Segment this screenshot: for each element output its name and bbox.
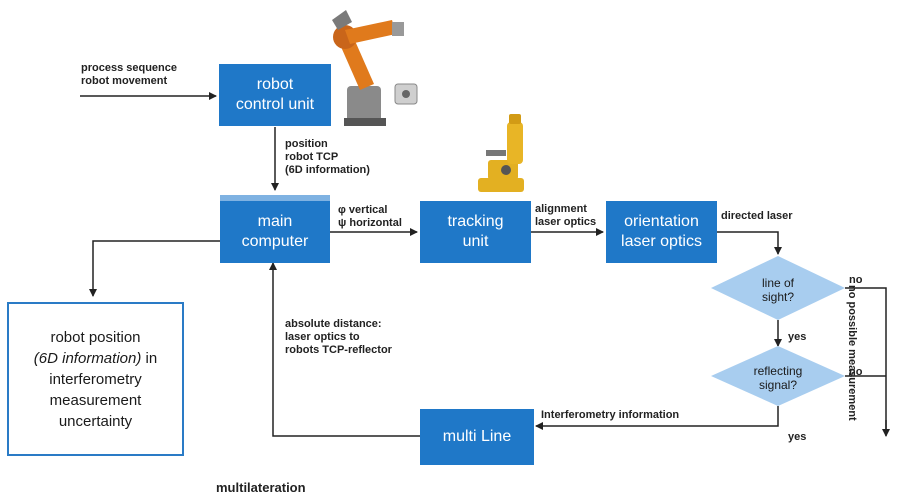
directed-laser-label: directed laser xyxy=(721,210,793,222)
psi-horizontal-label: ψ horizontal xyxy=(338,217,402,229)
output-line5: uncertainty xyxy=(58,412,133,430)
no-possible-measurement-label: no possible measurement xyxy=(846,285,858,421)
tracking-unit-line2: unit xyxy=(462,233,489,250)
no-label-2: no xyxy=(849,366,863,378)
main-computer-line1: main xyxy=(257,213,293,230)
robot-control-unit-box: robot control unit xyxy=(219,64,331,126)
output-line1: robot position xyxy=(50,328,141,346)
position-label-1: position xyxy=(285,138,328,150)
position-label-3: (6D information) xyxy=(285,164,370,176)
robot-control-unit-line1: robot xyxy=(256,76,294,93)
laser-tracker-icon xyxy=(478,114,524,192)
reflecting-signal-text: reflecting signal? xyxy=(738,364,818,392)
position-label-2: robot TCP xyxy=(285,151,339,163)
multilateration-caption: multilateration xyxy=(216,480,306,495)
main-computer-top-bar xyxy=(220,195,330,201)
yes-label-2: yes xyxy=(788,431,807,443)
phi-vertical-label: φ vertical xyxy=(338,204,388,216)
process-sequence-label: process sequence xyxy=(81,62,177,74)
line-of-sight-line2: sight? xyxy=(761,290,795,304)
output-line2-rest: in xyxy=(141,349,158,367)
robot-movement-label: robot movement xyxy=(81,75,168,87)
orientation-line2: laser optics xyxy=(621,233,702,250)
interferometry-information-label: Interferometry information xyxy=(541,409,680,421)
alignment-label-1: alignment xyxy=(535,203,587,215)
orientation-laser-optics-box: orientation laser optics xyxy=(606,201,717,263)
output-line2: (6D information) in xyxy=(9,348,182,369)
absolute-distance-label-3: robots TCP-reflector xyxy=(285,344,392,356)
output-line4: measurement xyxy=(49,391,142,409)
absolute-distance-label-2: laser optics to xyxy=(285,331,360,343)
output-line3: interferometry xyxy=(49,370,142,388)
reflecting-line2: signal? xyxy=(758,378,798,392)
robot-arm-icon xyxy=(332,10,418,126)
robot-control-unit-line2: control unit xyxy=(235,96,315,113)
tracking-unit-box: tracking unit xyxy=(420,201,531,263)
multi-line-box: multi Line xyxy=(420,409,534,465)
decision-reflecting-signal xyxy=(711,346,845,406)
alignment-label-2: laser optics xyxy=(535,216,597,228)
tracking-unit-line1: tracking xyxy=(447,213,504,230)
main-computer-box: main computer xyxy=(220,201,330,263)
multi-line-label: multi Line xyxy=(442,428,512,445)
yes-label-1: yes xyxy=(788,331,807,343)
reflecting-line1: reflecting xyxy=(753,364,803,378)
decision-line-of-sight xyxy=(711,256,845,320)
absolute-distance-label-1: absolute distance: xyxy=(285,318,382,330)
robot-position-output-box: robot position (6D information) in inter… xyxy=(7,302,184,456)
main-computer-line2: computer xyxy=(241,233,309,250)
output-line2-italic: (6D information) xyxy=(33,349,142,367)
no-label-1: no xyxy=(849,274,863,286)
orientation-line1: orientation xyxy=(624,213,699,230)
line-of-sight-text: line of sight? xyxy=(738,276,818,304)
line-of-sight-line1: line of xyxy=(761,276,795,290)
